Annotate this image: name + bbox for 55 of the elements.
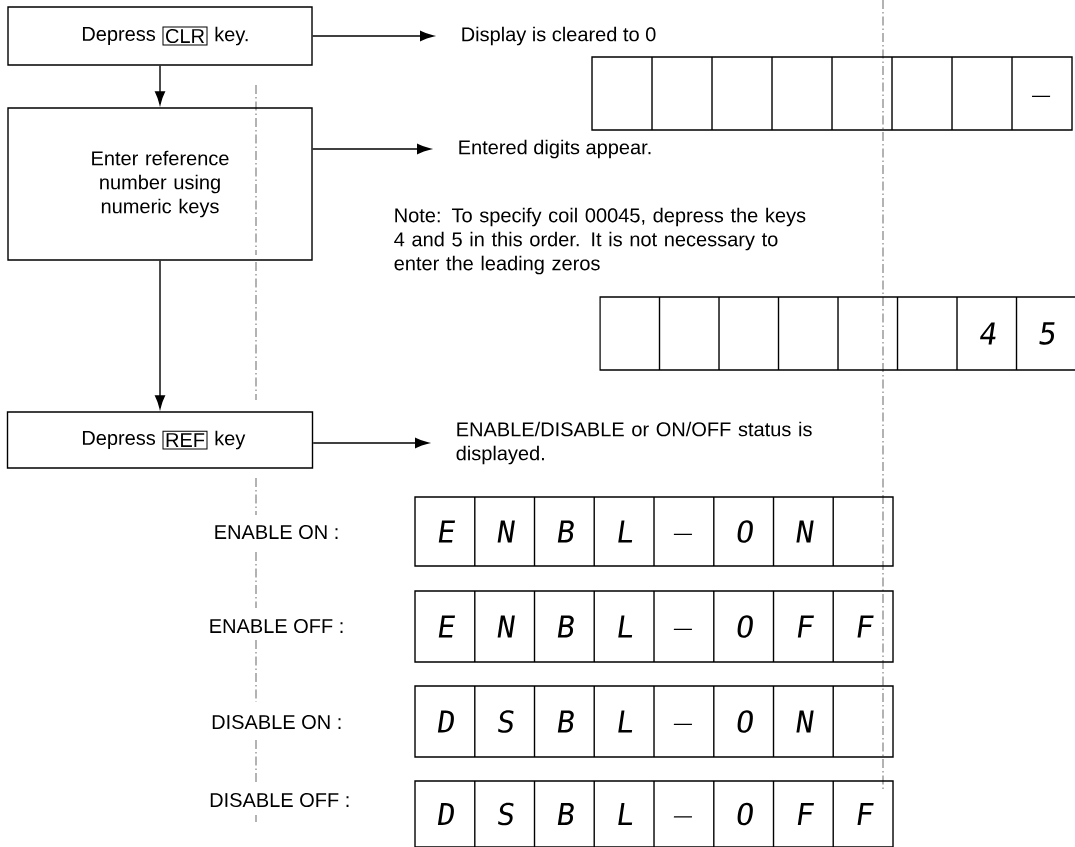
result-text: ENABLE/DISABLE or ON/OFF status is displayed.	[456, 421, 812, 465]
display-character: L	[618, 710, 633, 733]
display-character: F	[857, 803, 874, 825]
arrow	[312, 438, 429, 449]
process-box	[6, 411, 314, 469]
display-character: _	[673, 628, 693, 631]
arrow	[312, 30, 434, 42]
display-character: N	[497, 615, 515, 638]
display-character: L	[618, 615, 633, 638]
display-character: B	[557, 710, 574, 733]
display-character: D	[437, 710, 454, 733]
display-character: F	[797, 615, 814, 638]
key-label: REF	[162, 430, 208, 450]
note-text: Note: To specify coil 00045, depress the keys 4 and 5 in this order. It is not necessary to enter the leading zeros	[394, 207, 806, 275]
box-text: key	[215, 430, 246, 450]
key-label: CLR	[162, 26, 208, 46]
display-character: 4	[980, 322, 996, 345]
display-character: O	[737, 802, 753, 826]
row-label: DISABLE OFF :	[210, 792, 349, 808]
display-character: E	[438, 615, 456, 638]
display-character: B	[557, 615, 574, 638]
display-character: S	[498, 710, 514, 733]
display-character: F	[797, 803, 814, 825]
arrow	[155, 260, 166, 409]
box-text: Depress	[83, 431, 156, 449]
display-character: _	[673, 533, 693, 536]
display-character: O	[737, 520, 753, 543]
display-character: E	[438, 520, 456, 543]
display-character: D	[437, 803, 454, 825]
process-box	[7, 6, 313, 66]
display-character: _	[673, 723, 693, 726]
display-character: O	[737, 615, 753, 638]
display-character: O	[737, 710, 753, 733]
display-character: N	[796, 710, 814, 733]
display-character: B	[557, 520, 574, 543]
box-text: key.	[215, 26, 248, 46]
display-character: S	[498, 802, 514, 826]
row-label: ENABLE ON :	[215, 524, 338, 540]
result-text: Display is cleared to 0	[462, 26, 656, 46]
arrow	[312, 143, 431, 155]
row-label: DISABLE ON :	[212, 714, 341, 730]
display-character: N	[497, 520, 515, 543]
arrow	[155, 65, 166, 105]
display-character: L	[618, 803, 633, 825]
display-character: N	[796, 520, 814, 543]
process-box: Enter reference number using numeric keys	[7, 107, 313, 261]
display-character: _	[673, 816, 693, 818]
display-character: B	[557, 803, 574, 825]
box-text: Depress	[82, 27, 156, 45]
row-label: ENABLE OFF :	[210, 618, 343, 634]
display-character: L	[618, 520, 633, 543]
result-text: Entered digits appear.	[459, 139, 651, 159]
display-character: F	[857, 615, 874, 638]
display-character: _	[1031, 95, 1051, 98]
display-character: 5	[1039, 322, 1055, 345]
